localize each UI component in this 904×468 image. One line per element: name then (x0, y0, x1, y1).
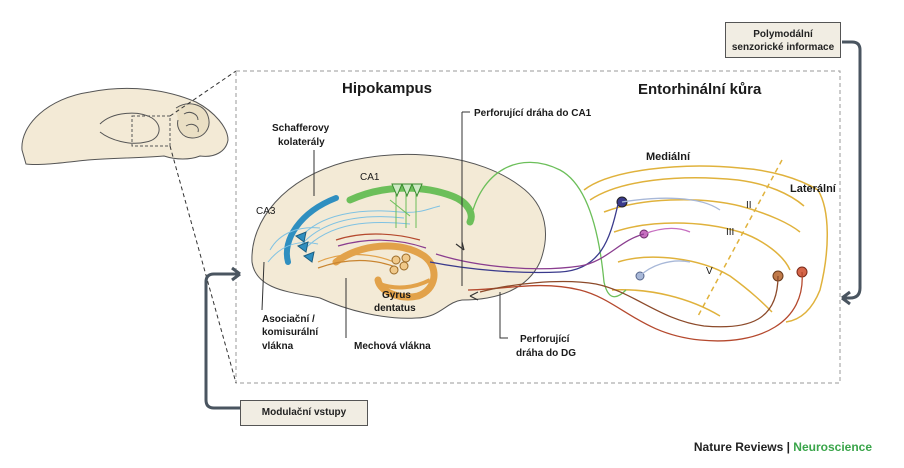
perforant-dg-label-2: dráha do DG (516, 348, 576, 359)
ca1-label: CA1 (360, 172, 380, 183)
lateral-label: Laterální (790, 183, 837, 195)
modulatory-arrow (204, 272, 240, 410)
ca1-region (346, 184, 475, 226)
dentate-gyrus-region (332, 242, 438, 301)
entorhinal-title: Entorhinální kůra (638, 81, 762, 98)
perforant-ca1-label: Perforující dráha do CA1 (474, 108, 592, 119)
journal-separator: | (783, 440, 794, 454)
dashed-frame (235, 70, 841, 384)
journal-section: Neuroscience (793, 440, 872, 454)
hippocampus-body (251, 154, 546, 319)
assoc-label-1: Asociační / (262, 314, 315, 325)
medial-label: Mediální (646, 151, 691, 163)
ca3-label: CA3 (256, 206, 276, 217)
mossy-fibers-label: Mechová vlákna (354, 341, 431, 352)
perforant-path-purple (435, 233, 645, 270)
layer-iii-label: III (726, 227, 734, 238)
ca3-pyramidal-neurons (294, 231, 315, 263)
gyrus-label-2: dentatus (374, 303, 416, 314)
dentate-granule-cells (389, 253, 411, 275)
perforant-path-red (467, 271, 803, 342)
modulatory-label: Modulační vstupy (261, 407, 347, 418)
perforant-path-brown (479, 275, 779, 328)
perforant-path-ca1-green (469, 161, 627, 298)
assoc-label-2: komisurální (262, 327, 319, 338)
schaffer-collaterals (267, 205, 441, 263)
medial-lateral-divider (697, 159, 783, 317)
journal-name: Nature Reviews (693, 440, 784, 454)
layer-v-label: V (706, 266, 713, 277)
ca1-pyramidal-neurons (391, 183, 423, 198)
polymodal-line-2: senzorické informace (731, 42, 835, 53)
ca3-region (283, 195, 339, 265)
schaffer-label-2: kolaterály (278, 137, 325, 148)
perforant-path-blue (429, 203, 619, 274)
perforant-dg-label-1: Perforující (520, 334, 571, 345)
rat-brain-thumbnail (21, 87, 229, 165)
entorhinal-layers (583, 165, 829, 323)
gyrus-label-1: Gyrus (382, 290, 411, 301)
polymodal-line-1: Polymodální (753, 29, 813, 40)
polymodal-info-box: Polymodální senzorické informace (725, 22, 841, 58)
journal-credit: Nature Reviews | Neuroscience (694, 440, 872, 454)
polymodal-arrow (842, 40, 862, 300)
modulatory-inputs-box: Modulační vstupy (240, 400, 368, 426)
hippocampus-title: Hipokampus (342, 80, 432, 97)
layer-ii-label: II (746, 200, 752, 211)
schaffer-label-1: Schafferovy (272, 123, 330, 134)
assoc-label-3: vlákna (262, 341, 294, 352)
